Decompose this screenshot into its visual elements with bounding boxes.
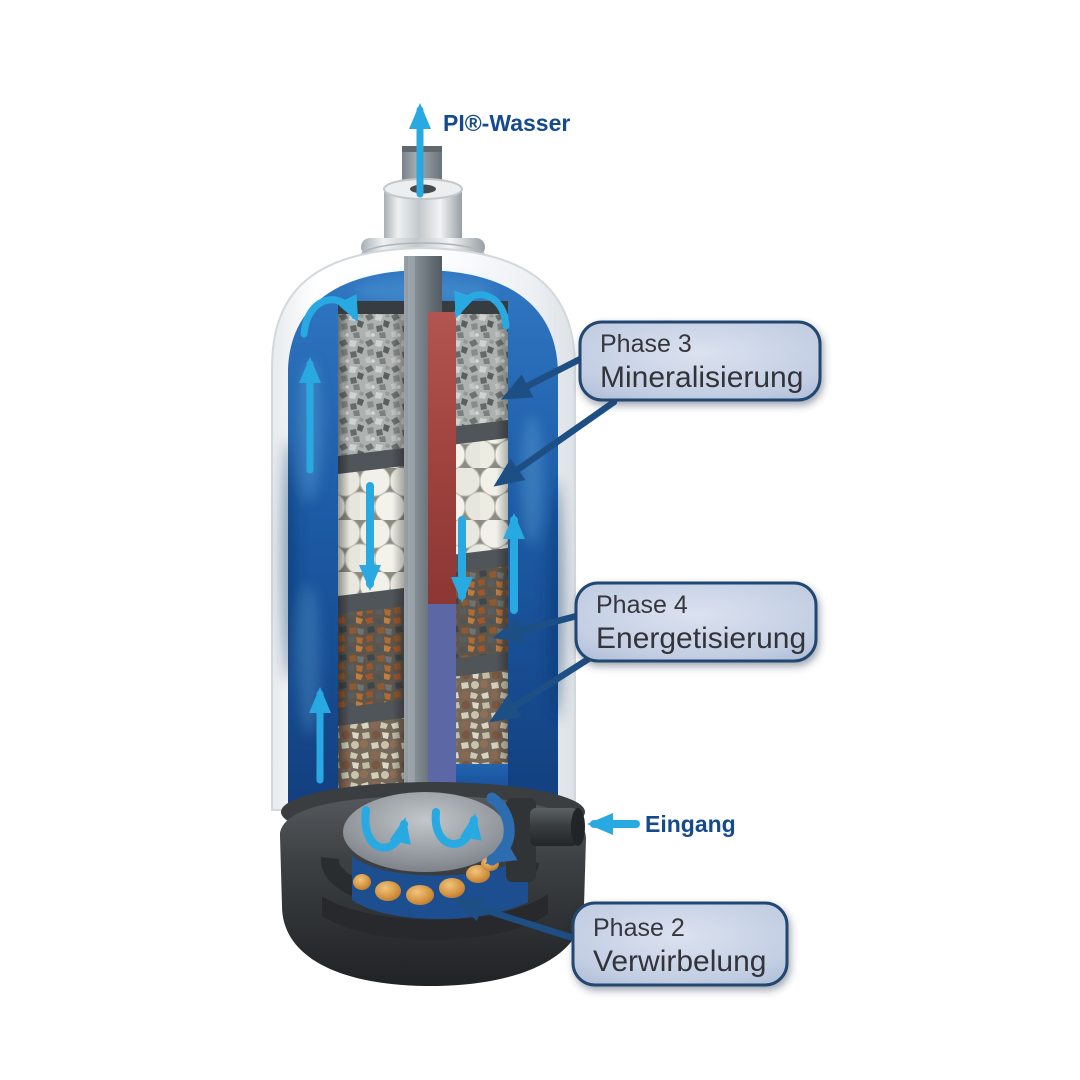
phase4-pointer-pebbles-icon: [489, 654, 594, 723]
center-tube: [404, 256, 456, 808]
ceramic-ball: [353, 874, 371, 890]
swirl-chamber-dome: [343, 792, 507, 872]
swirl-arrow-center-icon: [431, 808, 482, 848]
phase3-label: Phase 3: [600, 330, 692, 358]
phase2-label: Phase 2: [593, 914, 685, 942]
inlet-label-group: Eingang: [587, 811, 736, 837]
inlet-pipe: [530, 808, 578, 846]
red-indicator-strip: [428, 312, 456, 604]
phase3-callout: Phase 3 Mineralisierung: [578, 320, 822, 402]
ceramic-ball: [466, 865, 490, 883]
outlet-label: PI®-Wasser: [443, 110, 570, 136]
swirl-arrow-left-icon: [361, 806, 411, 852]
flow-curve-arrow-right-icon: [454, 290, 510, 330]
outlet-label-group: PI®-Wasser: [409, 103, 570, 198]
phase3-box: [578, 320, 822, 402]
phase2-callout: Phase 2 Verwirbelung: [571, 901, 789, 987]
phase4-label: Phase 4: [596, 591, 688, 619]
phase4-callout: Phase 4 Energetisierung: [574, 581, 818, 663]
inlet-label: Eingang: [645, 811, 736, 837]
ceramic-balls: [353, 857, 499, 905]
phase3-name: Mineralisierung: [600, 361, 803, 394]
phase2-name: Verwirbelung: [593, 945, 766, 978]
ceramic-ball: [439, 878, 465, 898]
riser-highlight: [408, 256, 415, 808]
flow-arrows: [299, 290, 525, 784]
phase3-pointer-balls-icon: [493, 398, 618, 487]
ceramic-ball: [406, 885, 434, 905]
base-front-lip: [322, 894, 548, 940]
water-channel: [288, 270, 558, 810]
swirl-arrow-down-icon: [485, 792, 518, 866]
swirl-arrows: [361, 792, 518, 866]
flow-curve-arrow-left-icon: [300, 294, 359, 338]
ceramic-ball: [375, 881, 401, 901]
phase4-name: Energetisierung: [596, 622, 806, 655]
phase2-box: [571, 901, 789, 987]
blue-lower-strip: [428, 604, 456, 800]
phase4-box: [574, 581, 818, 663]
phase2-pointer-icon: [452, 896, 596, 948]
inlet-pipe-end: [571, 808, 585, 846]
